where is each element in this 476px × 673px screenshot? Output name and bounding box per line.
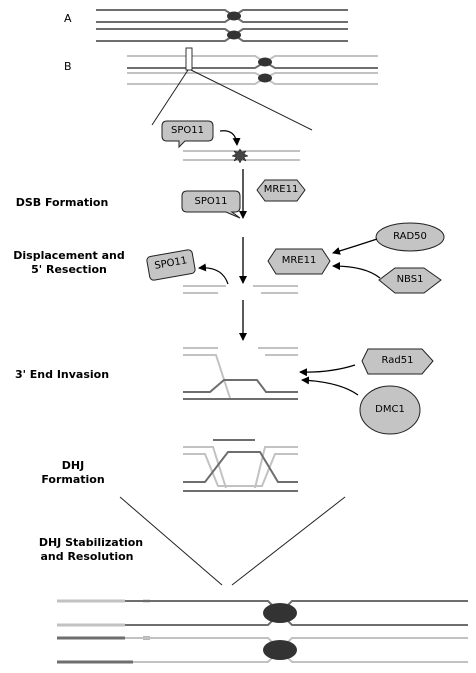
rad50-arrow [332, 238, 378, 255]
mre11-dsb-label: MRE11 [263, 184, 299, 195]
step-label-resection-2: 5' Resection [31, 263, 107, 276]
panel-a-chromosomes [96, 9, 348, 42]
spo11-to-break-arrow [219, 130, 241, 146]
mre11-dsb-shape [256, 179, 306, 202]
zoom-line-left [151, 69, 189, 126]
centromere-bottom-2 [263, 640, 297, 660]
resolved-chromosomes [57, 599, 468, 664]
spo11-dsb-label: SPO11 [194, 196, 228, 207]
step-label-dsb-formation: DSB Formation [15, 196, 109, 209]
rad51-shape [361, 348, 434, 375]
panel-b-chromosomes [127, 55, 378, 85]
mre11-resection-shape [267, 248, 331, 275]
release-arrow [198, 263, 229, 285]
resolution-line-right [231, 496, 346, 586]
spo11-top-shape [161, 120, 214, 149]
centromere-b2 [258, 73, 272, 83]
rad51-arrow [299, 364, 356, 377]
step-label-dhj-2: Formation [41, 473, 105, 486]
centromere-a1 [227, 11, 241, 21]
resolution-line-left [119, 496, 223, 586]
dmc1-label: DMC1 [375, 404, 405, 415]
nbs1-label: NBS1 [396, 274, 424, 285]
spo11-top-label: SPO11 [171, 125, 204, 136]
step-label-dhj-1: DHJ [61, 459, 85, 472]
panel-label-b: B [64, 60, 72, 73]
panel-label-a: A [64, 12, 72, 25]
rad50-label: RAD50 [393, 231, 427, 242]
step-label-invasion: 3' End Invasion [14, 368, 110, 381]
nbs1-arrow [332, 262, 381, 279]
invasion-strands [183, 347, 298, 400]
step-label-stabilization-2: and Resolution [40, 550, 134, 563]
resected-strands [183, 285, 298, 294]
zoom-line-right [190, 69, 313, 131]
step-label-stabilization-1: DHJ Stabilization [38, 536, 144, 549]
centromere-bottom-1 [263, 603, 297, 623]
rad51-label: Rad51 [381, 355, 414, 366]
dmc1-shape [359, 385, 421, 435]
dhj-strands [183, 439, 298, 492]
step-label-resection-1: Displacement and [13, 249, 125, 262]
mre11-resection-label: MRE11 [281, 255, 317, 266]
centromere-b1 [258, 57, 272, 67]
nbs1-shape [378, 267, 442, 294]
spo11-dsb-shape [181, 190, 241, 219]
break-star-icon [231, 148, 249, 164]
rad50-shape [375, 222, 445, 252]
dmc1-arrow [301, 376, 359, 396]
centromere-a2 [227, 30, 241, 40]
spo11-released [146, 249, 196, 281]
zoom-region-box [185, 47, 193, 71]
